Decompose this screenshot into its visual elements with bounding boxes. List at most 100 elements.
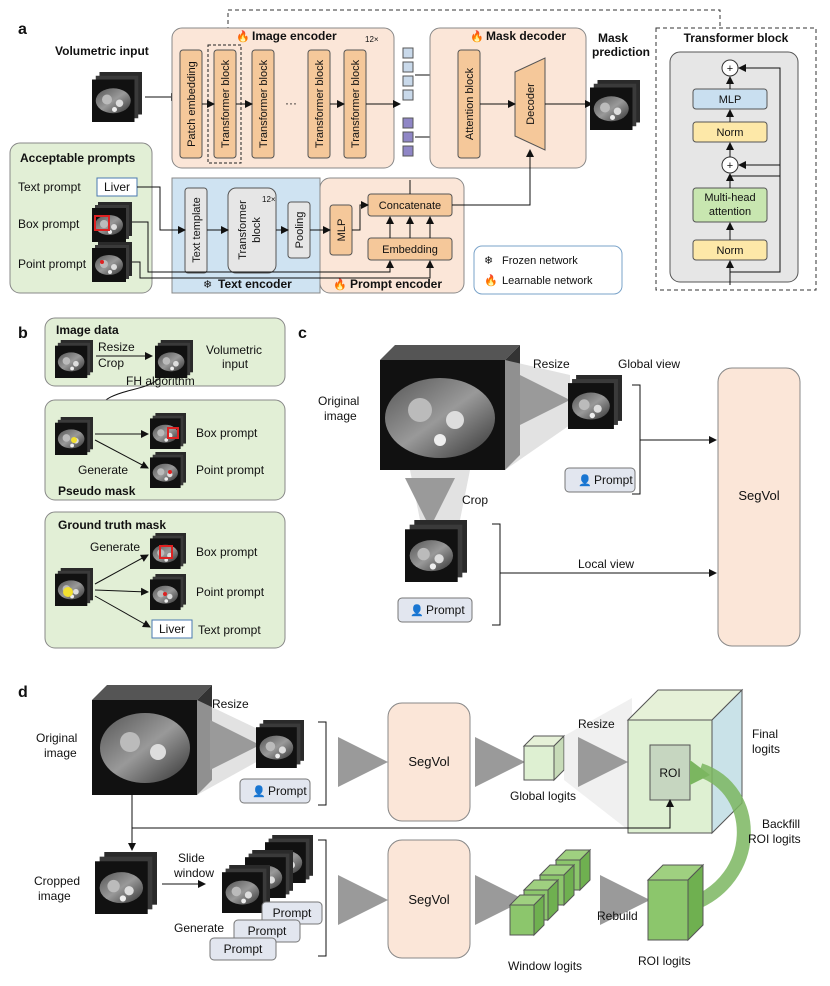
image-tokens: [402, 47, 414, 157]
text-encoder-title: Text encoder: [218, 277, 292, 291]
svg-text:Norm: Norm: [717, 245, 744, 257]
svg-text:Prompt: Prompt: [224, 942, 263, 956]
svg-text:Concatenate: Concatenate: [379, 200, 441, 212]
svg-text:Prompt: Prompt: [268, 784, 307, 798]
point-prompt-image: [92, 242, 132, 282]
prompt-button-d4: [209, 937, 277, 961]
resize-label: Resize: [98, 340, 135, 354]
generate-label-d: Generate: [174, 921, 224, 935]
svg-text:Liver: Liver: [159, 622, 185, 636]
flame-icon: 🔥: [236, 30, 250, 43]
segvol-label-c: SegVol: [738, 488, 779, 503]
global-view-ct-d: [256, 720, 304, 768]
mask-decoder-box: [429, 27, 587, 169]
global-view-ct: [568, 375, 622, 429]
svg-text:Prompt: Prompt: [594, 473, 633, 487]
local-view-label: Local view: [578, 557, 634, 571]
legend-box: [473, 245, 623, 295]
user-icon: 👤: [252, 785, 266, 798]
resize-label-d: Resize: [212, 697, 249, 711]
resize-label-d2: Resize: [578, 717, 615, 731]
tb-detail-title: Transformer block: [684, 31, 789, 45]
generate-label-2: Generate: [90, 540, 140, 554]
point-prompt-ct: [150, 452, 186, 488]
prompt-encoder-title: Prompt encoder: [350, 277, 442, 291]
transformer-block-3: Transformer block: [307, 49, 331, 159]
resize-label-c: Resize: [533, 357, 570, 371]
svg-text:MLP: MLP: [719, 94, 742, 106]
transformer-detail-frame: [655, 27, 817, 291]
pooling-block: Pooling: [287, 201, 311, 259]
prompt-button-c2: [397, 597, 473, 623]
svg-text:Attention block: Attention block: [464, 67, 476, 140]
transformer-block-2: Transformer block: [251, 49, 275, 159]
prompt-button-c1: [564, 467, 636, 493]
prompt-button-d1: [239, 778, 311, 804]
segvol-label-d2: SegVol: [408, 892, 449, 907]
svg-text:Transformer block: Transformer block: [350, 59, 362, 148]
flame-icon: 🔥: [484, 274, 498, 287]
patch-embedding-label: Patch embedding: [186, 61, 198, 147]
decoder-block: Decoder: [514, 57, 546, 151]
box-prompt-label: Box prompt: [18, 217, 80, 231]
box-prompt-image: [92, 202, 132, 242]
transformer-block-4: Transformer block: [343, 49, 367, 159]
svg-text:MLP: MLP: [336, 219, 348, 242]
transformer-block-1: Transformer block: [213, 49, 237, 159]
legend-learnable: Learnable network: [502, 275, 593, 287]
legend-frozen: Frozen network: [502, 255, 578, 267]
volumetric-input-image: [92, 72, 142, 122]
svg-text:Norm: Norm: [717, 127, 744, 139]
snowflake-icon: ❄: [484, 255, 493, 267]
cropped-image-ct: [95, 852, 157, 914]
gt-box-label: Box prompt: [196, 545, 258, 559]
volumetric-ct: [155, 340, 193, 378]
svg-text:Pooling: Pooling: [294, 212, 306, 249]
point-prompt-label: Point prompt: [18, 257, 87, 271]
svg-text:Text template: Text template: [191, 197, 203, 262]
svg-text:Liver: Liver: [104, 180, 130, 194]
svg-text:Embedding: Embedding: [382, 244, 438, 256]
point-prompt-label-b: Point prompt: [196, 463, 265, 477]
flame-icon: 🔥: [333, 278, 347, 291]
panel-label-c: c: [298, 325, 307, 342]
pseudo-mask-box: [44, 399, 286, 501]
volumetric-input-label: Volumetric input: [55, 44, 149, 58]
svg-text:Transformer block: Transformer block: [258, 59, 270, 148]
text-template-block: Text template: [184, 187, 208, 274]
segvol-box-d1: [387, 702, 471, 822]
original-image-cube-d: [92, 685, 212, 795]
rebuild-label: Rebuild: [597, 909, 638, 923]
roi-logits-cube: [646, 863, 705, 942]
svg-text:Transformer block: Transformer block: [220, 59, 232, 148]
snowflake-icon: ❄: [203, 279, 212, 291]
backfill-arrow: [687, 763, 751, 912]
repeat-label: 12×: [365, 35, 379, 44]
segvol-box-d2: [387, 839, 471, 959]
box-prompt-label-b: Box prompt: [196, 426, 258, 440]
panel-label-a: a: [18, 21, 27, 38]
svg-text:Prompt: Prompt: [273, 906, 312, 920]
pseudo-mask-title: Pseudo mask: [58, 484, 136, 498]
image-data-title: Image data: [56, 323, 119, 337]
window-logits-label: Window logits: [508, 959, 582, 973]
crop-label: Crop: [98, 356, 124, 370]
gt-text-label: Text prompt: [198, 623, 261, 637]
gt-ct: [55, 568, 93, 606]
global-view-label: Global view: [618, 357, 680, 371]
pseudo-mask-ct: [55, 417, 93, 455]
panel-label-b: b: [18, 325, 28, 342]
image-data-ct: [55, 340, 93, 378]
gt-point-label: Point prompt: [196, 585, 265, 599]
roi-logits-label: ROI logits: [638, 954, 691, 968]
